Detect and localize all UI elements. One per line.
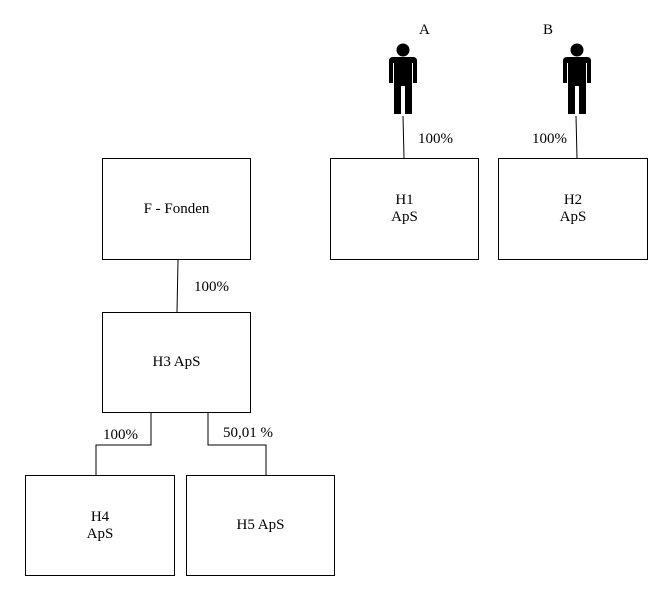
person-b-label: B [543,22,554,38]
entity-h2: H2 ApS [498,158,648,260]
entity-label: H4 ApS [86,508,114,542]
connector-f-h3 [176,259,179,313]
ownership-f-h3: 100% [194,279,229,295]
ownership-b-h2: 100% [532,131,567,147]
connector-b-h2 [575,115,578,159]
person-a-label: A [419,22,430,38]
ownership-a-h1: 100% [418,131,453,147]
entity-label: H3 ApS [152,354,201,370]
entity-h4: H4 ApS [25,475,175,576]
entity-label: H2 ApS [559,192,587,225]
ownership-h3-h4: 100% [103,427,138,443]
connector-h3-h5 [207,413,267,475]
entity-h1: H1 ApS [330,158,479,260]
entity-h5: H5 ApS [186,475,335,576]
person-icon [389,43,417,114]
person-icon [563,43,591,114]
entity-h3: H3 ApS [102,312,251,413]
entity-label: H1 ApS [391,192,418,225]
connector-a-h1 [402,115,405,159]
connector-h3-h4 [95,413,152,475]
entity-f-fonden: F - Fonden [102,158,251,260]
entity-label: F - Fonden [143,200,210,217]
entity-label: H5 ApS [236,517,285,533]
ownership-h3-h5: 50,01 % [223,425,273,441]
